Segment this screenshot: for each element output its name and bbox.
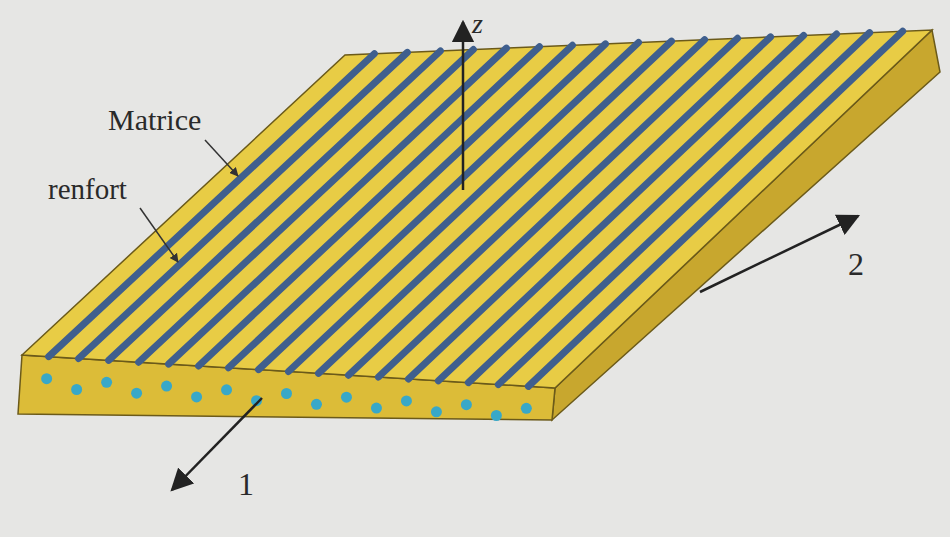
fiber-section bbox=[401, 395, 412, 406]
leader-line bbox=[140, 208, 178, 262]
fiber-section bbox=[101, 377, 112, 388]
fiber-section bbox=[461, 399, 472, 410]
axis-label: 2 bbox=[848, 248, 864, 280]
fiber bbox=[468, 34, 836, 383]
fiber bbox=[498, 33, 869, 385]
fiber-section bbox=[431, 406, 442, 417]
fiber-section bbox=[491, 410, 502, 421]
axis-2 bbox=[700, 216, 858, 292]
axis-label: 1 bbox=[238, 468, 254, 500]
fiber-section bbox=[521, 403, 532, 414]
reinforcement-label: renfort bbox=[48, 175, 127, 204]
fiber-section bbox=[161, 381, 172, 392]
fiber-section bbox=[341, 392, 352, 403]
fiber bbox=[528, 31, 902, 386]
fiber-section bbox=[311, 399, 322, 410]
fiber-section bbox=[371, 403, 382, 414]
fiber bbox=[169, 48, 507, 364]
axis-label: z bbox=[472, 10, 483, 38]
fiber bbox=[109, 51, 441, 360]
fiber-section bbox=[41, 373, 52, 384]
fiber-section bbox=[131, 388, 142, 399]
top-face bbox=[22, 30, 932, 388]
fiber-section bbox=[191, 391, 202, 402]
fiber bbox=[79, 52, 408, 358]
matrix-label: Matrice bbox=[108, 105, 201, 135]
fiber-section bbox=[221, 384, 232, 395]
fiber bbox=[199, 47, 540, 366]
fiber-section bbox=[71, 384, 82, 395]
fiber-section bbox=[281, 388, 292, 399]
leader-line bbox=[205, 140, 238, 176]
fiber bbox=[438, 35, 803, 380]
z-axis bbox=[462, 22, 465, 190]
fiber-group bbox=[41, 31, 903, 421]
fiber bbox=[229, 45, 573, 367]
fiber bbox=[259, 44, 606, 370]
fiber bbox=[139, 50, 474, 363]
